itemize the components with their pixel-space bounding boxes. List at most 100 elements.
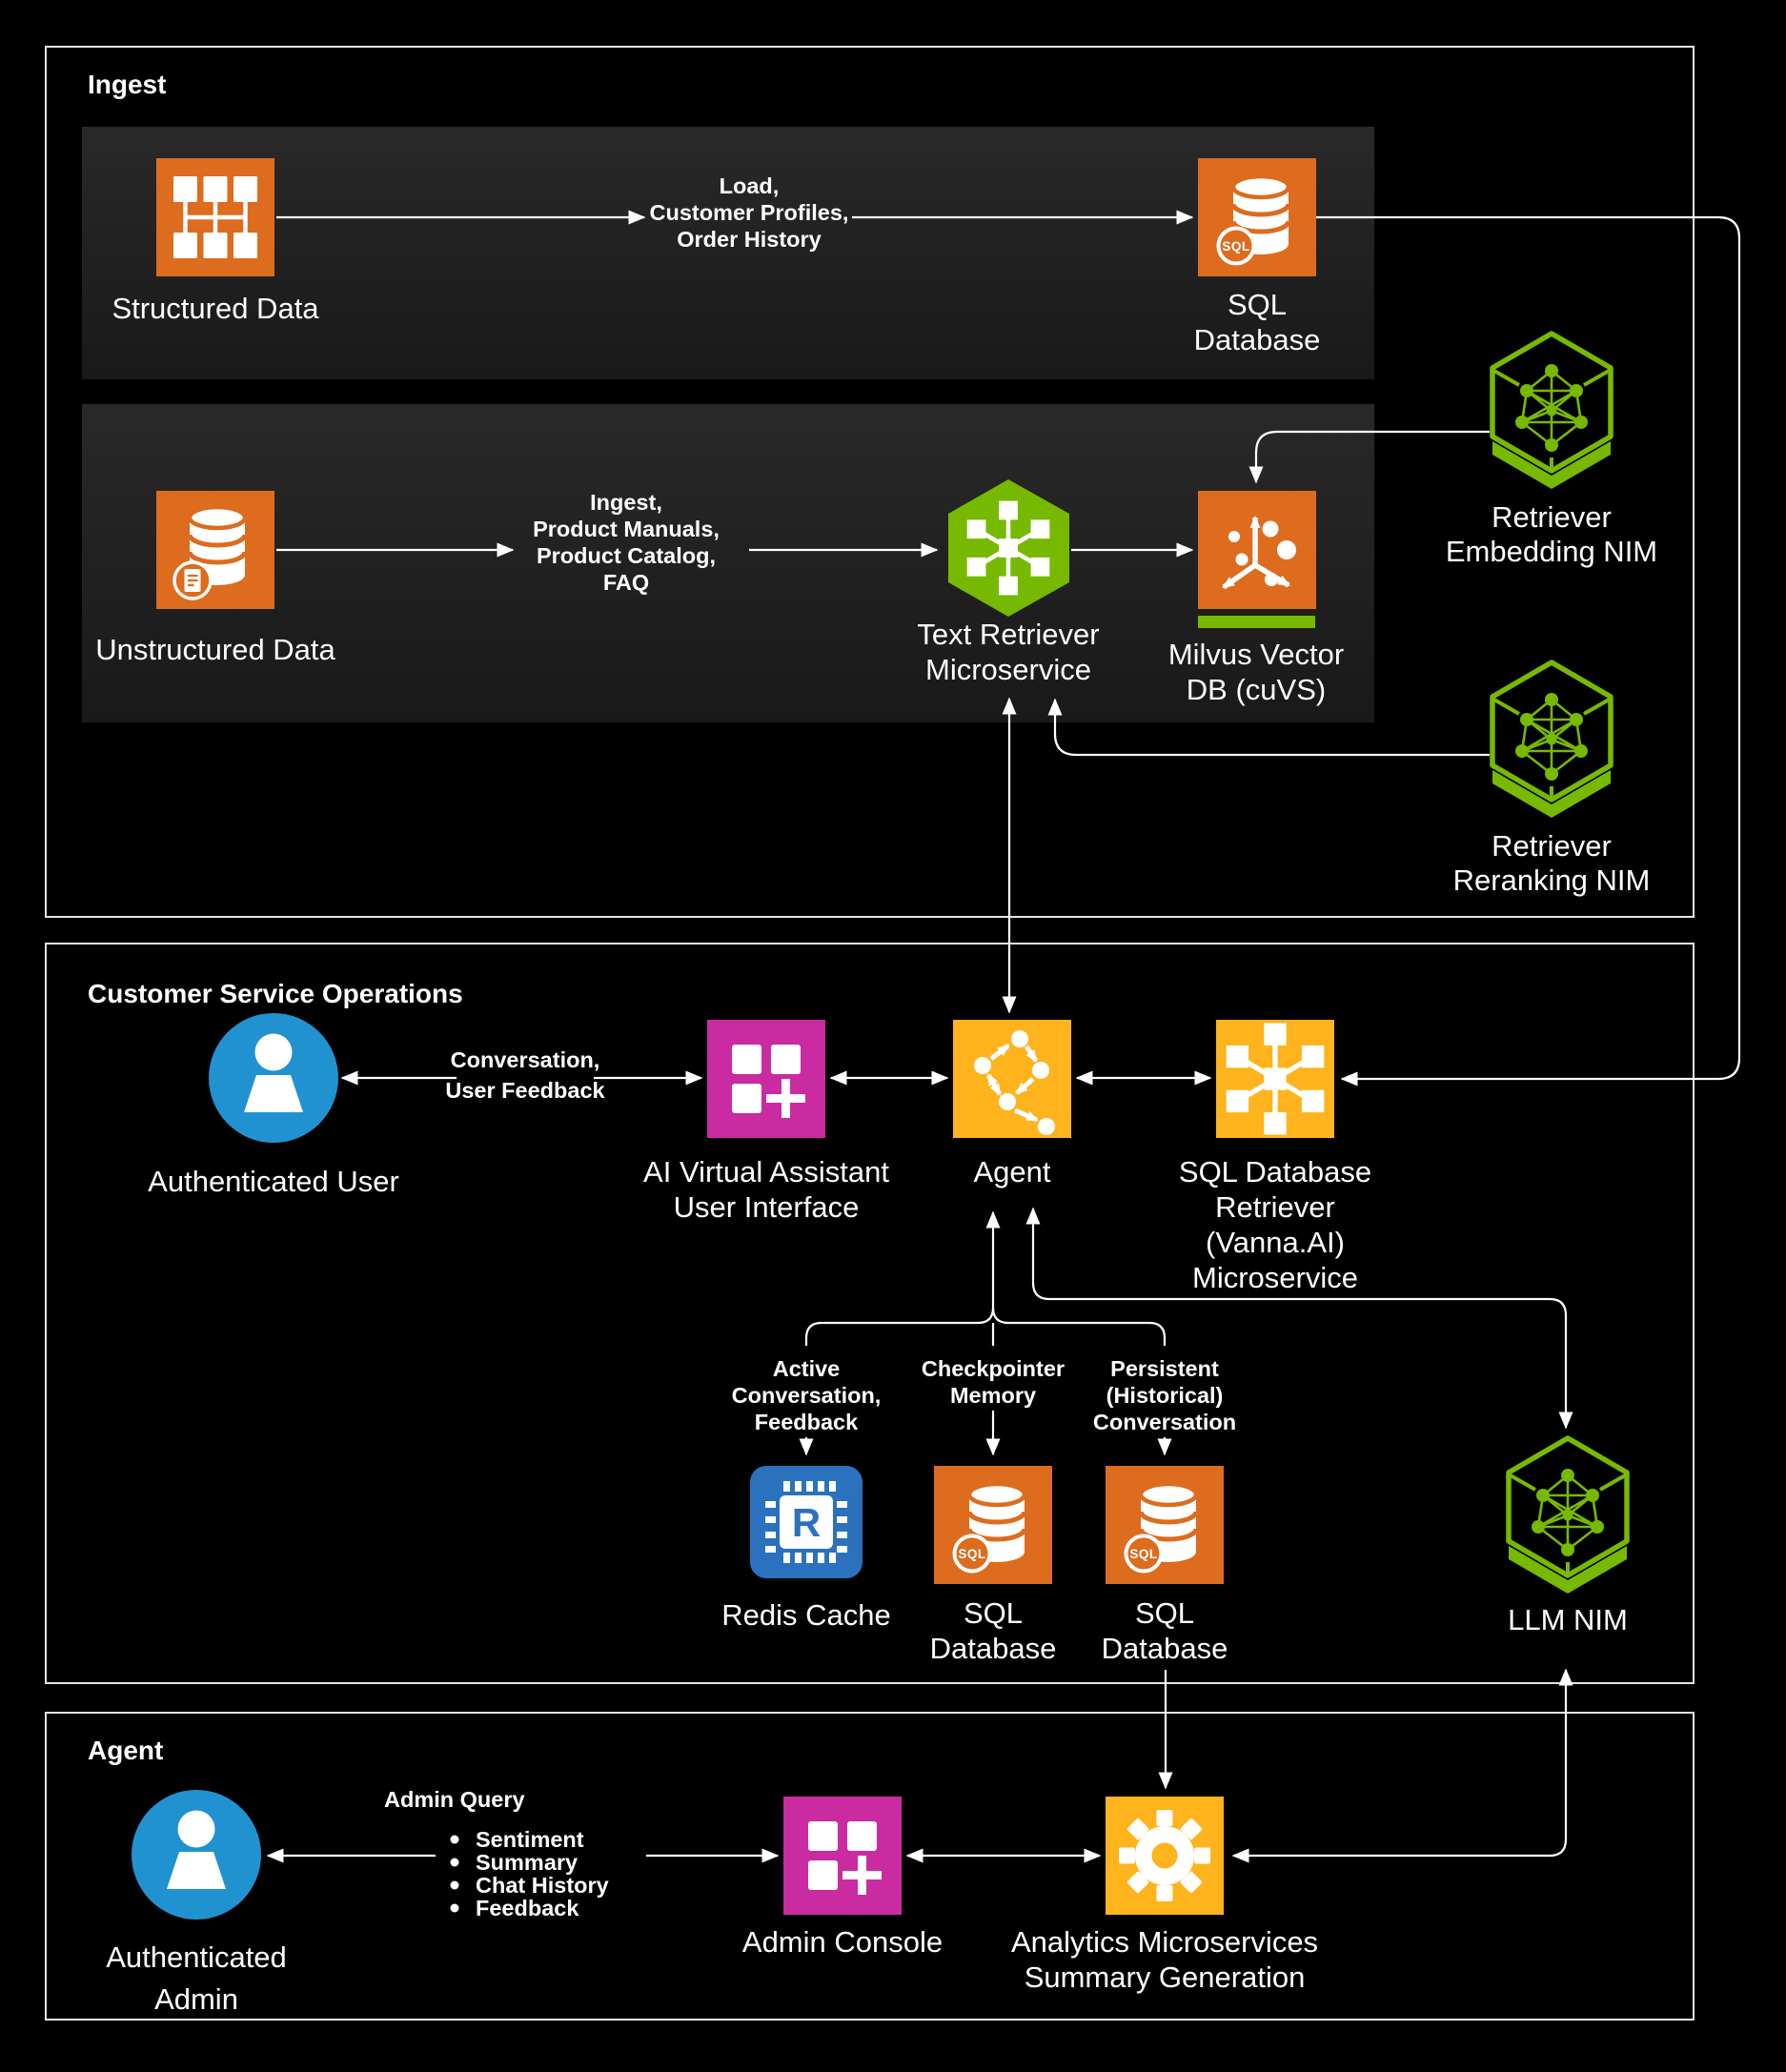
svg-text:(Vanna.AI): (Vanna.AI) (1206, 1226, 1345, 1259)
bullet-icon (450, 1903, 459, 1913)
node-analytics-microservices: Analytics Microservices Summary Generati… (1011, 1797, 1318, 1994)
authenticated-user-icon (209, 1013, 338, 1143)
authenticated-admin-icon (132, 1790, 261, 1920)
svg-text:Retriever: Retriever (1215, 1190, 1335, 1224)
svg-text:DB (cuVS): DB (cuVS) (1187, 673, 1326, 706)
sql-database-retriever-icon (1216, 1020, 1334, 1138)
milvus-vector-db-icon (1198, 491, 1316, 609)
node-authenticated-user: Authenticated User (148, 1013, 399, 1198)
svg-text:Product Manuals,: Product Manuals, (533, 517, 720, 541)
sql-database-icon (1198, 158, 1316, 276)
authenticated-user-label: Authenticated User (148, 1165, 399, 1198)
structured-data-icon (156, 158, 274, 276)
svg-text:Microservice: Microservice (925, 653, 1091, 686)
svg-text:Order History: Order History (677, 227, 822, 252)
sql-database-icon (934, 1466, 1052, 1584)
admin-query-title: Admin Query (384, 1787, 525, 1812)
sql-database-icon (1106, 1466, 1224, 1584)
admin-console-label: Admin Console (742, 1925, 943, 1959)
svg-text:Active: Active (773, 1356, 841, 1381)
svg-text:Retriever: Retriever (1492, 829, 1612, 863)
connectors (266, 210, 1741, 1863)
redis-letter: R (792, 1500, 821, 1545)
svg-text:Conversation,: Conversation, (732, 1383, 882, 1408)
svg-text:Memory: Memory (950, 1383, 1036, 1408)
node-retriever-reranking-nim: Retriever Reranking NIM (1453, 662, 1651, 897)
milvus-green-bar (1198, 616, 1315, 628)
svg-text:Embedding NIM: Embedding NIM (1446, 535, 1657, 568)
edge-label-persistent-conversation: Persistent (Historical) Conversation (1093, 1356, 1236, 1434)
agent-section-frame (45, 1712, 1695, 2021)
node-retriever-embedding-nim: Retriever Embedding NIM (1446, 334, 1657, 568)
svg-text:Reranking NIM: Reranking NIM (1453, 863, 1651, 897)
node-sql-database-persistent: SQL SQL Database (1102, 1466, 1228, 1665)
unstructured-data-label: Unstructured Data (95, 633, 335, 666)
structured-data-label: Structured Data (112, 292, 319, 325)
analytics-microservices-icon (1106, 1797, 1224, 1915)
edge-sqldb-to-sql-retriever (1316, 215, 1741, 1087)
svg-text:Text Retriever: Text Retriever (917, 618, 1099, 651)
agent-section-title: Agent (88, 1736, 163, 1765)
ai-virtual-assistant-ui-icon (707, 1020, 825, 1138)
svg-text:Product Catalog,: Product Catalog, (537, 543, 716, 568)
node-sql-database-ingest: SQL SQL Database (1194, 158, 1320, 356)
node-milvus-vector-db: Milvus Vector DB (cuVS) (1168, 491, 1344, 706)
redis-cache-label: Redis Cache (721, 1598, 890, 1632)
svg-text:Database: Database (930, 1632, 1057, 1665)
svg-text:Conversation,: Conversation, (451, 1047, 600, 1072)
svg-text:Checkpointer: Checkpointer (922, 1356, 1065, 1381)
admin-query-annotation: Admin Query Sentiment Summary Chat Histo… (384, 1787, 609, 1920)
svg-text:Customer Profiles,: Customer Profiles, (650, 200, 849, 225)
edge-reranking-nim-to-text-retriever (1047, 698, 1490, 757)
agent-label: Agent (973, 1155, 1050, 1188)
edge-agent-llm-nim (1025, 1207, 1573, 1430)
node-admin-console: Admin Console (742, 1797, 943, 1959)
edge-label-ingest-flow: Ingest, Product Manuals, Product Catalog… (533, 490, 720, 595)
svg-text:AI Virtual Assistant: AI Virtual Assistant (643, 1155, 889, 1188)
sql-badge: SQL (1129, 1547, 1157, 1561)
svg-text:Authenticated: Authenticated (106, 1940, 287, 1974)
bullet-icon (450, 1880, 459, 1890)
svg-text:Chat History: Chat History (476, 1873, 609, 1898)
bullet-icon (450, 1835, 459, 1844)
customer-service-section-title: Customer Service Operations (88, 979, 463, 1008)
node-ai-virtual-assistant-ui: AI Virtual Assistant User Interface (643, 1020, 889, 1224)
edge-label-active-conversation: Active Conversation, Feedback (732, 1356, 882, 1434)
svg-text:User Feedback: User Feedback (445, 1078, 605, 1103)
ingest-section-frame (45, 46, 1695, 918)
structured-data-panel (82, 127, 1374, 379)
edge-label-load: Load, Customer Profiles, Order History (650, 173, 849, 252)
svg-text:Feedback: Feedback (755, 1410, 859, 1434)
svg-text:Ingest,: Ingest, (590, 490, 662, 515)
svg-text:Analytics Microservices: Analytics Microservices (1011, 1925, 1318, 1959)
node-redis-cache: R Redis Cache (721, 1466, 891, 1632)
svg-text:SQL Database: SQL Database (1179, 1155, 1371, 1188)
edge-memory-bracket (804, 1307, 1167, 1346)
svg-text:SQL: SQL (964, 1596, 1023, 1630)
edge-label-conversation: Conversation, User Feedback (445, 1047, 605, 1103)
node-unstructured-data: Unstructured Data (95, 491, 336, 666)
retriever-embedding-nim-icon (1492, 334, 1611, 489)
svg-text:Milvus Vector: Milvus Vector (1168, 638, 1344, 671)
svg-text:Load,: Load, (720, 173, 780, 198)
node-structured-data: Structured Data (112, 158, 319, 325)
unstructured-data-icon (156, 491, 274, 609)
edge-embedding-nim-to-milvus (1248, 430, 1490, 484)
bullet-icon (450, 1858, 459, 1867)
svg-text:SQL: SQL (1135, 1596, 1194, 1630)
svg-text:Sentiment: Sentiment (476, 1827, 584, 1852)
svg-text:Admin: Admin (154, 1982, 238, 2016)
svg-text:User Interface: User Interface (674, 1190, 860, 1224)
svg-text:Feedback: Feedback (476, 1896, 579, 1920)
node-text-retriever-microservice: Text Retriever Microservice (917, 479, 1100, 686)
svg-text:SQL: SQL (1228, 288, 1287, 321)
svg-text:Conversation: Conversation (1093, 1410, 1236, 1434)
ingest-section-title: Ingest (88, 70, 166, 99)
node-sql-database-retriever: SQL Database Retriever (Vanna.AI) Micros… (1179, 1020, 1371, 1294)
edge-analytics-llm-nim (1231, 1668, 1573, 1863)
svg-text:(Historical): (Historical) (1106, 1383, 1224, 1408)
node-llm-nim: LLM NIM (1508, 1438, 1628, 1636)
node-authenticated-admin: Authenticated Admin (106, 1790, 287, 2016)
customer-service-section-frame (45, 943, 1695, 1684)
